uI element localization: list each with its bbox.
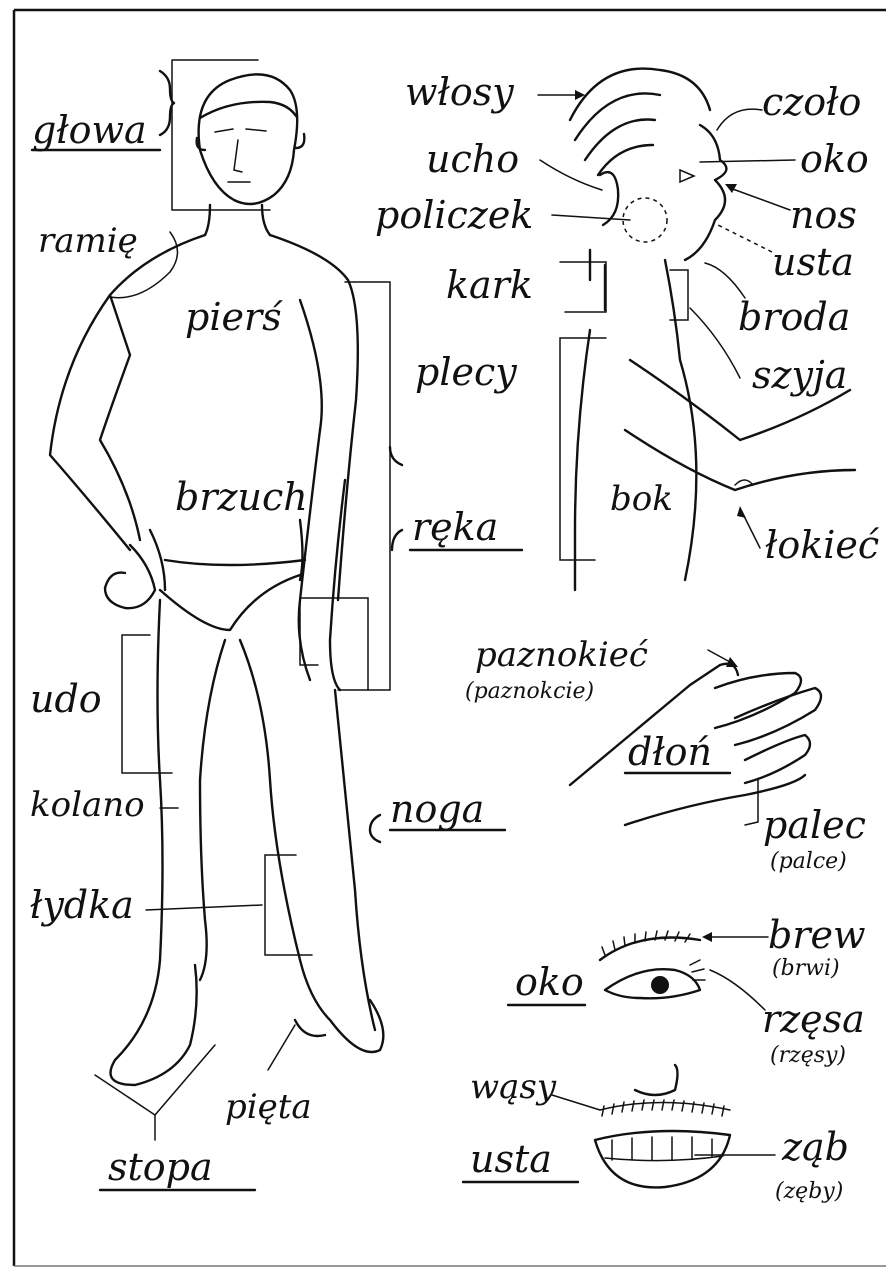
label-zab: ząb [781, 1125, 849, 1169]
label-palce: (palce) [770, 849, 847, 874]
label-paznokiec: paznokieć [475, 635, 649, 675]
label-ramie: ramię [38, 221, 138, 261]
label-stopa: stopa [108, 1145, 213, 1189]
label-szyja: szyja [752, 353, 847, 397]
label-wasy: wąsy [470, 1067, 557, 1107]
label-oko-head: oko [800, 137, 869, 181]
label-usta-mouth: usta [470, 1137, 552, 1181]
label-piers: pierś [185, 295, 283, 339]
label-paznokcie: (paznokcie) [465, 679, 594, 704]
label-rzesy: (rzęsy) [770, 1043, 846, 1068]
label-ucho: ucho [426, 137, 519, 181]
pieta-arrow [268, 1025, 295, 1070]
label-plecy: plecy [415, 350, 517, 394]
label-rzesa: rzęsa [762, 997, 865, 1041]
label-oko-eye: oko [515, 960, 584, 1004]
mouth-drawing [552, 1065, 775, 1187]
eye-drawing [600, 931, 768, 1010]
label-usta-head: usta [772, 240, 854, 284]
label-broda: broda [738, 295, 850, 339]
label-nos: nos [790, 193, 857, 237]
label-bok: bok [610, 479, 673, 519]
label-udo: udo [30, 677, 102, 721]
label-kolano: kolano [30, 785, 145, 825]
label-czolo: czoło [762, 80, 861, 124]
label-pieta: pięta [225, 1087, 312, 1127]
label-lydka: łydka [30, 883, 134, 927]
label-brzuch: brzuch [175, 475, 308, 519]
label-glowa: głowa [32, 108, 147, 152]
label-policzek: policzek [375, 193, 533, 237]
label-kark: kark [446, 263, 533, 307]
label-lokiec: łokieć [765, 523, 880, 567]
label-brwi: (brwi) [772, 956, 840, 981]
label-reka: ręka [412, 505, 498, 549]
label-brew: brew [768, 913, 866, 957]
label-noga: noga [390, 787, 484, 831]
label-zeby: (zęby) [775, 1179, 843, 1204]
label-wlosy: włosy [405, 70, 514, 114]
label-palec: palec [763, 803, 866, 847]
label-dlon: dłoń [628, 730, 712, 774]
